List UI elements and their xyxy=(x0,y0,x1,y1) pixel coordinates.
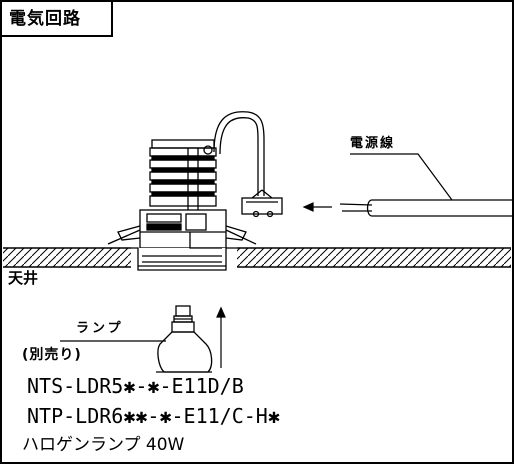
insertion-arrow xyxy=(302,202,332,212)
upward-arrow xyxy=(216,306,226,368)
lamp-label: ランプ xyxy=(76,321,124,336)
sold-separately-label: (別売り) xyxy=(22,347,82,363)
ceiling-band xyxy=(3,247,511,268)
ceiling-label: 天井 xyxy=(8,269,39,287)
halogen-lamp-drawing xyxy=(156,305,213,373)
downlight-fixture xyxy=(107,139,257,271)
power-cable-leader xyxy=(350,153,453,201)
model-number-1: NTS-LDR5✱-✱-E11D/B xyxy=(27,374,244,398)
fixture-cable xyxy=(203,111,265,196)
halogen-lamp-label: ハロゲンランプ 40W xyxy=(22,435,185,455)
diagram-title: 電気回路 xyxy=(9,9,81,29)
power-cable-label: 電源線 xyxy=(350,136,396,151)
title-box xyxy=(0,0,113,37)
power-cable xyxy=(339,199,512,217)
terminal-connector xyxy=(241,189,283,218)
model-number-2: NTP-LDR6✱✱-✱-E11/C-H✱ xyxy=(27,404,280,428)
